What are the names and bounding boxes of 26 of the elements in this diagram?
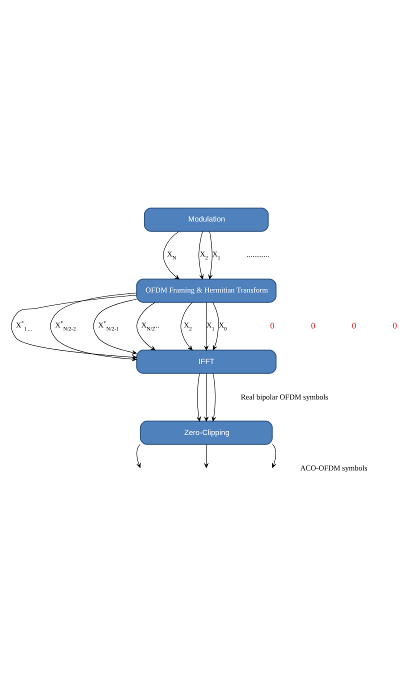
edge-label: X$_{2}$ (183, 320, 192, 333)
edge-label: X$_{N}$ (166, 250, 176, 262)
edge-label: X$_{0}$ (218, 320, 226, 333)
arrow (208, 231, 212, 280)
arrow (212, 302, 218, 350)
arrow (204, 302, 208, 350)
arrow (204, 373, 208, 422)
arrow (196, 373, 201, 422)
node-box: OFDM Framing & Hermitian Transform (136, 278, 276, 303)
edge-label: X$_{1}$ (212, 250, 220, 262)
label: 0 (270, 320, 274, 330)
arrow (180, 302, 192, 350)
arrow (198, 231, 204, 280)
arrow (136, 302, 155, 350)
label: ............ (246, 250, 269, 260)
arrow (211, 373, 216, 422)
edge-label: X$_{1}$ (206, 320, 214, 333)
edge-label: X$_{N/2}$... (140, 320, 159, 333)
arrow (162, 231, 179, 280)
label: ACO-OFDM symbols (300, 463, 367, 472)
arrow (92, 298, 136, 355)
label: 0 (310, 320, 315, 330)
label: 0 (351, 320, 356, 330)
edge-label: X$_{2}$ (199, 250, 208, 262)
label: 0 (392, 320, 397, 330)
label: Real bipolar OFDM symbols (240, 392, 328, 402)
